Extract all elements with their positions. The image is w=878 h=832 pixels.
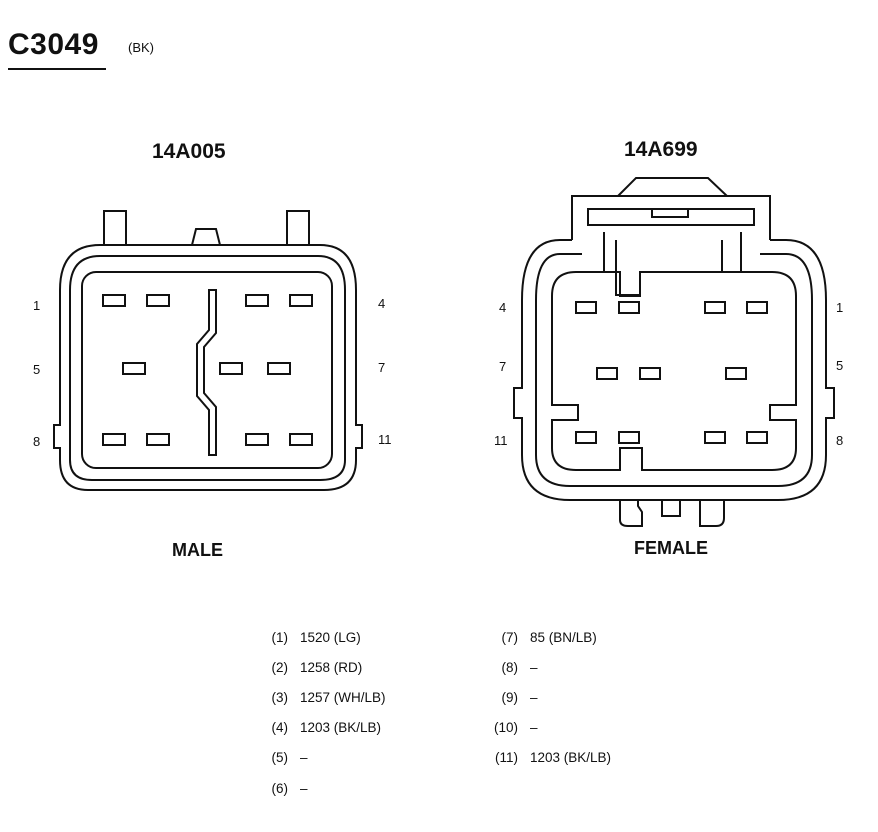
pinout-pin: (5) [271, 750, 289, 765]
pinout-pin: (2) [271, 660, 289, 675]
male-pin-label-1: 1 [33, 298, 41, 313]
pinout-circuit: – [530, 660, 538, 675]
pinout-circuit: 85 (BN/LB) [530, 630, 597, 645]
pinout-circuit: – [530, 690, 538, 705]
male-pin-label-11: 11 [378, 432, 392, 447]
pinout-circuit: – [300, 750, 308, 765]
pinout-pin: (6) [271, 781, 289, 796]
pinout-row: (6)– [254, 781, 308, 796]
pinout-pin: (1) [271, 630, 289, 645]
female-pin-label-11: 11 [494, 433, 508, 448]
pinout-row: (7) 85 (BN/LB) [484, 630, 597, 645]
pinout-pin: (10) [493, 720, 518, 735]
pinout-circuit: 1203 (BK/LB) [300, 720, 382, 735]
pinout-circuit: 1257 (WH/LB) [300, 690, 386, 705]
pinout-circuit: 1520 (LG) [300, 630, 361, 645]
female-pin-label-4: 4 [499, 300, 507, 315]
pinout-row: (5)– [254, 750, 308, 765]
pinout-pin: (7) [501, 630, 519, 645]
male-pin-label-4: 4 [378, 296, 386, 311]
pinout-row: (11) 1203 (BK/LB) [484, 750, 611, 765]
pinout-circuit: 1203 (BK/LB) [530, 750, 612, 765]
pinout-circuit: – [300, 781, 308, 796]
male-part-number: 14A005 [152, 140, 226, 163]
pinout-row: (1) 1520 (LG) [254, 630, 361, 645]
female-pin-label-1: 1 [836, 300, 844, 315]
pinout-row: (9)– [484, 690, 538, 705]
pinout-pin: (11) [494, 750, 518, 765]
connector-id: C3049 [8, 28, 99, 61]
male-connector-drawing [53, 210, 363, 491]
connector-id-underline [8, 68, 106, 70]
pinout-circuit: 1258 (RD) [300, 660, 363, 675]
male-pin-label-5: 5 [33, 362, 41, 377]
female-pin-label-5: 5 [836, 358, 844, 373]
male-pin-label-7: 7 [378, 360, 386, 375]
connector-color-code: (BK) [128, 40, 154, 55]
female-pin-label-7: 7 [499, 359, 507, 374]
pinout-row: (8)– [484, 660, 538, 675]
pinout-circuit: – [530, 720, 538, 735]
pinout-row: (3) 1257 (WH/LB) [254, 690, 386, 705]
pinout-row: (2) 1258 (RD) [254, 660, 363, 675]
female-label: FEMALE [634, 538, 708, 558]
male-label: MALE [172, 540, 223, 560]
pinout-row: (10)– [484, 720, 538, 735]
pinout-pin: (8) [501, 660, 519, 675]
female-connector-drawing [513, 177, 835, 527]
female-part-number: 14A699 [624, 138, 698, 161]
male-pin-label-8: 8 [33, 434, 41, 449]
pinout-pin: (9) [501, 690, 519, 705]
pinout-pin: (3) [271, 690, 289, 705]
female-pin-label-8: 8 [836, 433, 844, 448]
pinout-pin: (4) [271, 720, 289, 735]
pinout-row: (4) 1203 (BK/LB) [254, 720, 382, 735]
